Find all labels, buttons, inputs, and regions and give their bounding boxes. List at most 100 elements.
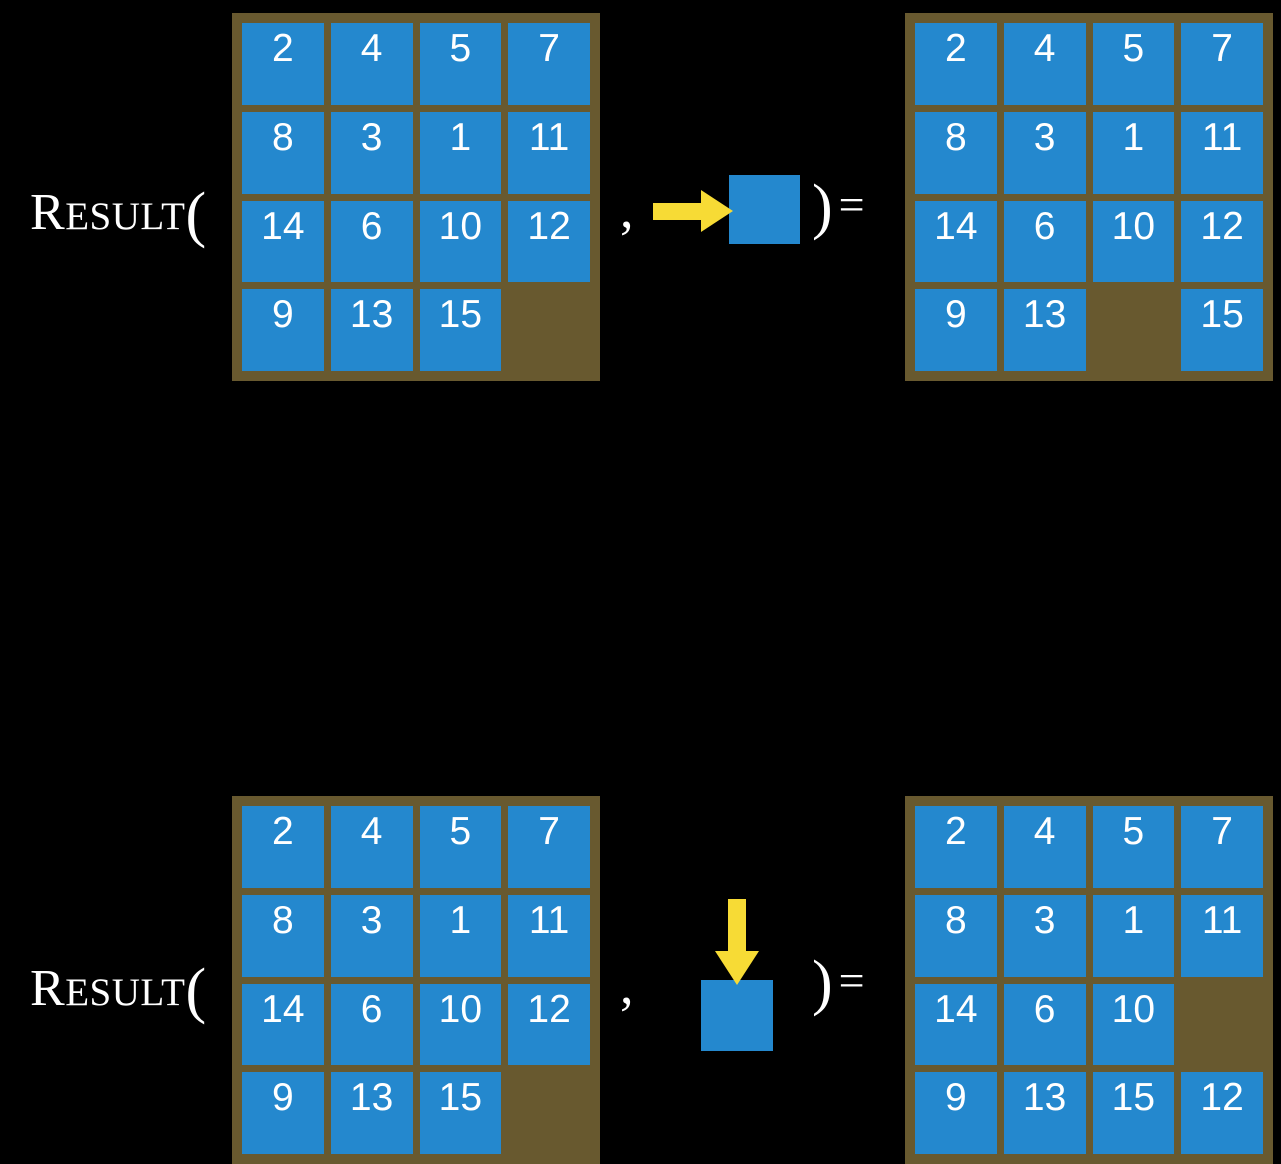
move-glyph-down bbox=[690, 897, 810, 1057]
tile[interactable]: 11 bbox=[508, 111, 590, 194]
tile[interactable]: 11 bbox=[508, 894, 590, 977]
open-paren: ( bbox=[185, 957, 207, 1025]
tile[interactable]: 13 bbox=[330, 1072, 413, 1154]
tile[interactable]: 12 bbox=[1181, 200, 1263, 283]
result-smallcaps-letters: ESULT bbox=[65, 971, 186, 1014]
tile[interactable]: 6 bbox=[1003, 983, 1086, 1066]
tile[interactable]: 4 bbox=[330, 806, 413, 888]
tile[interactable]: 13 bbox=[330, 289, 413, 371]
tile[interactable]: 8 bbox=[242, 111, 324, 194]
tile[interactable]: 4 bbox=[1003, 23, 1086, 105]
tile[interactable]: 5 bbox=[1092, 806, 1175, 888]
tile[interactable]: 5 bbox=[419, 23, 502, 105]
tile[interactable]: 7 bbox=[508, 23, 590, 105]
tile[interactable]: 14 bbox=[242, 200, 324, 283]
tile[interactable]: 2 bbox=[915, 23, 997, 105]
output-board-down-move[interactable]: 2 4 5 7 8 3 1 11 14 6 10 9 13 15 12 bbox=[905, 796, 1273, 1164]
equals-sign: = bbox=[838, 179, 865, 230]
tile[interactable]: 5 bbox=[1092, 23, 1175, 105]
tile[interactable]: 14 bbox=[915, 983, 997, 1066]
tile[interactable]: 4 bbox=[1003, 806, 1086, 888]
tile[interactable]: 2 bbox=[915, 806, 997, 888]
tile[interactable]: 12 bbox=[1181, 1072, 1263, 1154]
result-label-right-move: RESULT( bbox=[30, 178, 207, 246]
tile[interactable]: 3 bbox=[1003, 894, 1086, 977]
open-paren: ( bbox=[185, 181, 207, 249]
equation-row-down-move: RESULT( 2 4 5 7 8 3 1 11 14 6 10 12 9 13… bbox=[0, 392, 1281, 1164]
tile[interactable]: 2 bbox=[242, 23, 324, 105]
tile[interactable]: 13 bbox=[1003, 289, 1086, 371]
tile[interactable]: 14 bbox=[915, 200, 997, 283]
tile[interactable]: 10 bbox=[1092, 983, 1175, 1066]
tile[interactable]: 8 bbox=[242, 894, 324, 977]
tile-blank bbox=[508, 289, 590, 371]
tile[interactable]: 7 bbox=[1181, 23, 1263, 105]
tile[interactable]: 9 bbox=[915, 289, 997, 371]
move-glyph-right bbox=[652, 172, 812, 252]
result-smallcaps-letters: ESULT bbox=[65, 195, 186, 238]
tile[interactable]: 6 bbox=[330, 200, 413, 283]
tile[interactable]: 1 bbox=[1092, 111, 1175, 194]
tile[interactable]: 13 bbox=[1003, 1072, 1086, 1154]
tile-blank bbox=[1181, 984, 1263, 1066]
tile[interactable]: 4 bbox=[330, 23, 413, 105]
separator-comma: , bbox=[620, 955, 634, 1015]
arrow-down-icon bbox=[715, 899, 759, 985]
tile[interactable]: 15 bbox=[419, 1072, 502, 1154]
arrow-shaft bbox=[653, 203, 705, 220]
tile[interactable]: 10 bbox=[419, 983, 502, 1066]
tile-blank bbox=[1093, 289, 1175, 371]
separator-comma: , bbox=[620, 179, 634, 239]
tile[interactable]: 1 bbox=[419, 894, 502, 977]
input-board-down-move[interactable]: 2 4 5 7 8 3 1 11 14 6 10 12 9 13 15 bbox=[232, 796, 600, 1164]
tile[interactable]: 1 bbox=[1092, 894, 1175, 977]
tile[interactable]: 6 bbox=[1003, 200, 1086, 283]
tile[interactable]: 3 bbox=[330, 894, 413, 977]
tile[interactable]: 1 bbox=[419, 111, 502, 194]
tile[interactable]: 8 bbox=[915, 111, 997, 194]
board-grid: 2 4 5 7 8 3 1 11 14 6 10 12 9 13 15 bbox=[242, 23, 590, 371]
tile[interactable]: 6 bbox=[330, 983, 413, 1066]
tile[interactable]: 9 bbox=[242, 289, 324, 371]
close-paren: ) bbox=[812, 173, 833, 241]
tile[interactable]: 14 bbox=[242, 983, 324, 1066]
tile[interactable]: 15 bbox=[1181, 289, 1263, 371]
tile[interactable]: 9 bbox=[915, 1072, 997, 1154]
close-paren-equals-down-move: )= bbox=[812, 949, 865, 1017]
equals-sign: = bbox=[838, 955, 865, 1006]
equation-row-right-move: RESULT( 2 4 5 7 8 3 1 11 14 6 10 12 9 13… bbox=[0, 0, 1281, 392]
tile[interactable]: 3 bbox=[1003, 111, 1086, 194]
tile-blank bbox=[508, 1072, 590, 1154]
board-grid: 2 4 5 7 8 3 1 11 14 6 10 12 9 13 15 bbox=[242, 806, 590, 1154]
result-label-down-move: RESULT( bbox=[30, 954, 207, 1022]
tile[interactable]: 11 bbox=[1181, 111, 1263, 194]
board-grid: 2 4 5 7 8 3 1 11 14 6 10 9 13 15 12 bbox=[915, 806, 1263, 1154]
tile[interactable]: 12 bbox=[508, 200, 590, 283]
tile[interactable]: 5 bbox=[419, 806, 502, 888]
tile[interactable]: 10 bbox=[1092, 200, 1175, 283]
close-paren: ) bbox=[812, 949, 833, 1017]
result-initial-letter: R bbox=[30, 960, 66, 1017]
tile[interactable]: 3 bbox=[330, 111, 413, 194]
tile[interactable]: 7 bbox=[508, 806, 590, 888]
output-board-right-move[interactable]: 2 4 5 7 8 3 1 11 14 6 10 12 9 13 15 bbox=[905, 13, 1273, 381]
tile[interactable]: 11 bbox=[1181, 894, 1263, 977]
tile[interactable]: 8 bbox=[915, 894, 997, 977]
tile[interactable]: 7 bbox=[1181, 806, 1263, 888]
tile[interactable]: 10 bbox=[419, 200, 502, 283]
arrow-head bbox=[715, 951, 759, 985]
tile[interactable]: 12 bbox=[508, 983, 590, 1066]
tile[interactable]: 15 bbox=[419, 289, 502, 371]
tile[interactable]: 15 bbox=[1092, 1072, 1175, 1154]
board-grid: 2 4 5 7 8 3 1 11 14 6 10 12 9 13 15 bbox=[915, 23, 1263, 371]
tile[interactable]: 9 bbox=[242, 1072, 324, 1154]
move-tile bbox=[701, 980, 773, 1051]
move-tile bbox=[729, 175, 800, 244]
arrow-head bbox=[701, 190, 733, 232]
result-initial-letter: R bbox=[30, 184, 66, 241]
input-board-right-move[interactable]: 2 4 5 7 8 3 1 11 14 6 10 12 9 13 15 bbox=[232, 13, 600, 381]
tile[interactable]: 2 bbox=[242, 806, 324, 888]
arrow-shaft bbox=[728, 899, 746, 955]
arrow-right-icon bbox=[653, 190, 733, 232]
